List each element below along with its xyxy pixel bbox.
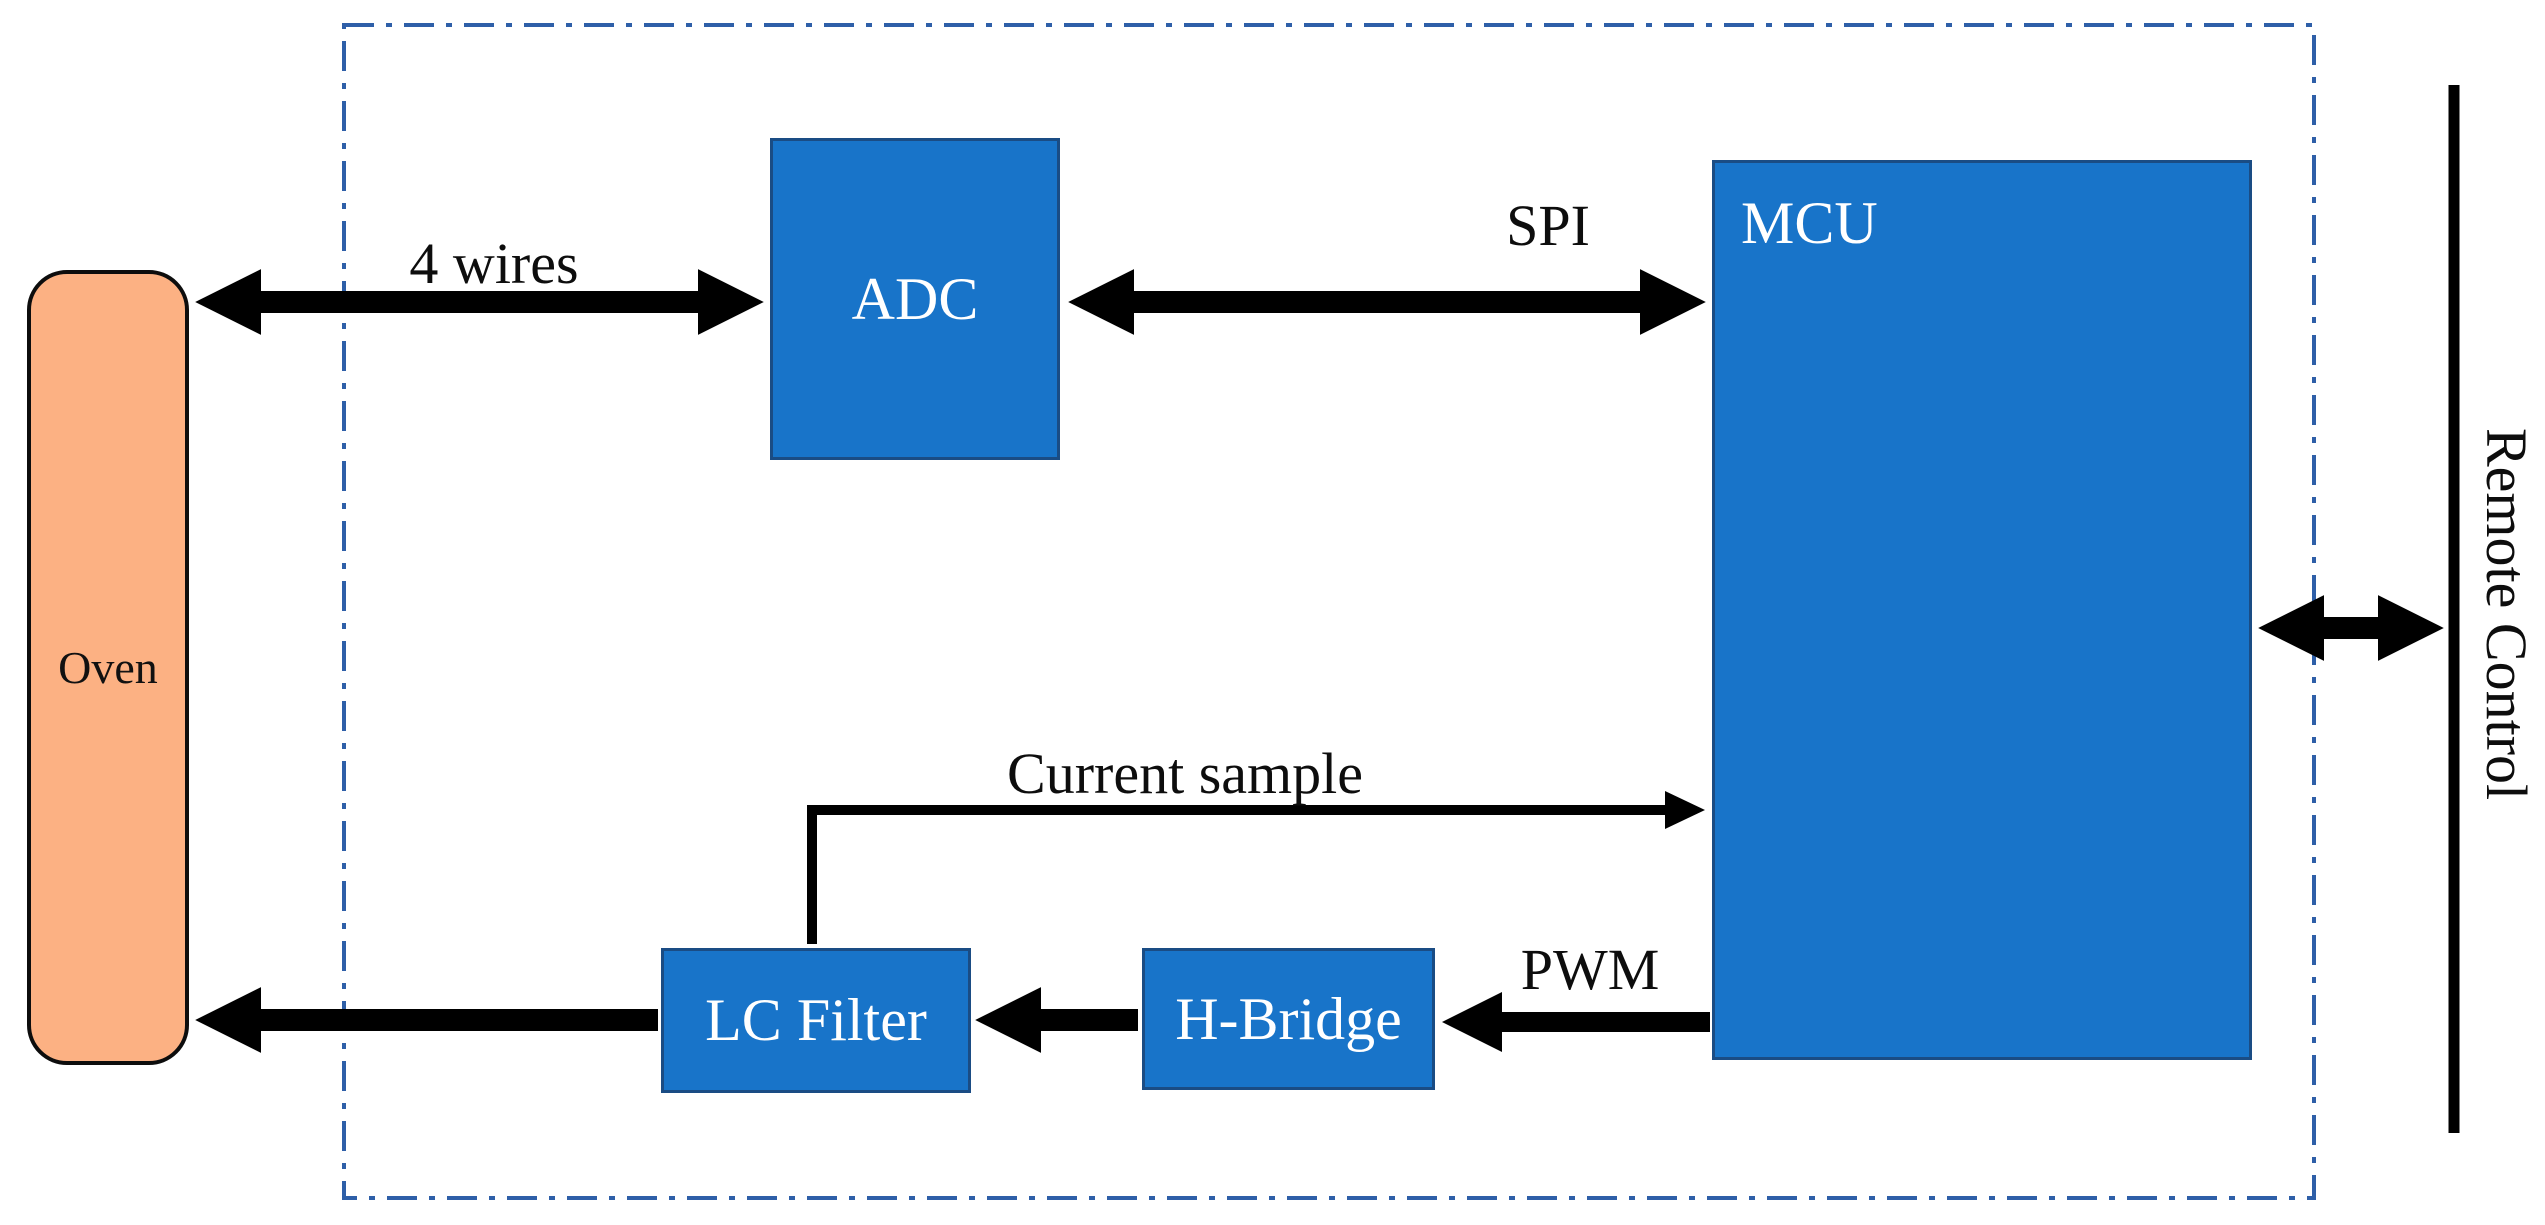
h-bridge-block: H-Bridge (1142, 948, 1435, 1090)
oven-block: Oven (27, 270, 189, 1065)
lc-filter-block: LC Filter (661, 948, 971, 1093)
current-sample-label: Current sample (1007, 741, 1363, 806)
arrow-lcfilter-mcu-current-sample (807, 791, 1705, 944)
spi-label: SPI (1506, 193, 1590, 258)
four-wires-label: 4 wires (409, 231, 579, 296)
controller-boundary-dashed-box (342, 23, 2316, 1200)
adc-label: ADC (851, 265, 979, 332)
pwm-label: PWM (1520, 937, 1660, 1002)
remote-control-label: Remote Control (2473, 428, 2539, 801)
mcu-label: MCU (1741, 190, 1878, 256)
mcu-block: MCU (1712, 160, 2252, 1060)
oven-label: Oven (58, 642, 158, 693)
adc-block: ADC (770, 138, 1060, 460)
h-bridge-label: H-Bridge (1175, 985, 1402, 1052)
lc-filter-label: LC Filter (705, 987, 927, 1053)
